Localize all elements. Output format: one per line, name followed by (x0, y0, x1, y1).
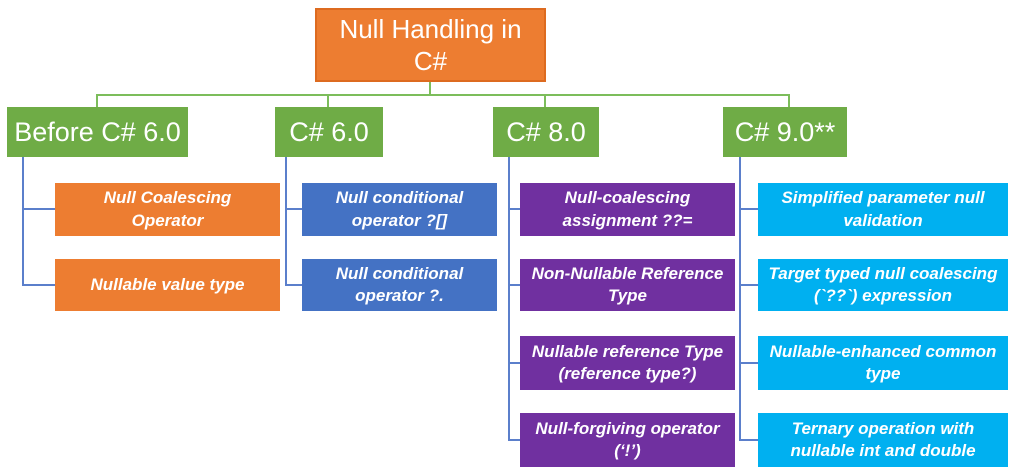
connector-col3-elbow-2 (508, 284, 520, 286)
connector-stub-c6 (327, 94, 329, 107)
connector-col4-elbow-2 (739, 284, 758, 286)
connector-col3-vertical (508, 157, 510, 441)
node-item-nullable-enhanced-common-type: Nullable-enhanced common type (758, 336, 1008, 390)
node-item-label: Nullable-enhanced common type (769, 341, 997, 383)
connector-col4-elbow-3 (739, 362, 758, 364)
node-item-label: Non-Nullable Reference Type (531, 263, 724, 305)
node-item-non-nullable-reference-type: Non-Nullable Reference Type (520, 259, 735, 311)
node-header-label: C# 9.0** (734, 116, 836, 147)
node-item-null-conditional-indexer: Null conditional operator ?[] (302, 183, 497, 236)
node-item-label: Null-forgiving operator (‘!’) (535, 418, 720, 460)
node-header-label: C# 8.0 (506, 116, 586, 147)
node-item-label: Null-coalescing assignment ??= (562, 188, 693, 230)
connector-col3-elbow-1 (508, 208, 520, 210)
connector-col2-elbow-1 (285, 208, 302, 210)
node-header-c6: C# 6.0 (275, 107, 383, 157)
node-item-label: Null Coalescing Operator (103, 188, 232, 230)
connector-root-horizontal (96, 94, 790, 96)
connector-col2-elbow-2 (285, 284, 302, 286)
node-item-label: Null conditional operator ?[] (335, 188, 464, 230)
connector-stub-c9 (788, 94, 790, 107)
node-item-null-forgiving-operator: Null-forgiving operator (‘!’) (520, 413, 735, 467)
connector-col4-elbow-4 (739, 439, 758, 441)
node-header-before-c6: Before C# 6.0 (7, 107, 188, 157)
node-item-nullable-reference-type: Nullable reference Type (reference type?… (520, 336, 735, 390)
connector-col4-vertical (739, 157, 741, 441)
connector-stub-c8 (544, 94, 546, 107)
connector-stub-before-c6 (96, 94, 98, 107)
node-item-label: Target typed null coalescing (`??`) expr… (768, 263, 998, 305)
node-root-label: Null Handling in C# (339, 13, 522, 77)
node-item-ternary-nullable-int-double: Ternary operation with nullable int and … (758, 413, 1008, 467)
node-header-label: Before C# 6.0 (14, 116, 181, 147)
connector-col2-vertical (285, 157, 287, 286)
connector-root-stub (429, 82, 431, 96)
connector-col3-elbow-3 (508, 362, 520, 364)
node-item-null-coalescing-assignment: Null-coalescing assignment ??= (520, 183, 735, 236)
connector-col1-elbow-1 (22, 208, 55, 210)
connector-col1-elbow-2 (22, 284, 55, 286)
node-item-label: Nullable reference Type (reference type?… (531, 341, 724, 383)
node-item-nullable-value-type: Nullable value type (55, 259, 280, 311)
node-item-null-conditional-member: Null conditional operator ?. (302, 259, 497, 311)
node-item-label: Null conditional operator ?. (335, 263, 464, 305)
connector-col4-elbow-1 (739, 208, 758, 210)
node-item-label: Simplified parameter null validation (781, 188, 985, 230)
node-header-c8: C# 8.0 (493, 107, 599, 157)
node-item-simplified-parameter-null-validation: Simplified parameter null validation (758, 183, 1008, 236)
connector-col1-vertical (22, 157, 24, 286)
node-header-c9: C# 9.0** (723, 107, 847, 157)
node-item-target-typed-null-coalescing: Target typed null coalescing (`??`) expr… (758, 259, 1008, 311)
connector-col3-elbow-4 (508, 439, 520, 441)
node-root-null-handling: Null Handling in C# (315, 8, 546, 82)
node-item-label: Nullable value type (90, 274, 245, 294)
node-item-label: Ternary operation with nullable int and … (790, 418, 976, 460)
node-header-label: C# 6.0 (289, 116, 369, 147)
node-item-null-coalescing-operator: Null Coalescing Operator (55, 183, 280, 236)
